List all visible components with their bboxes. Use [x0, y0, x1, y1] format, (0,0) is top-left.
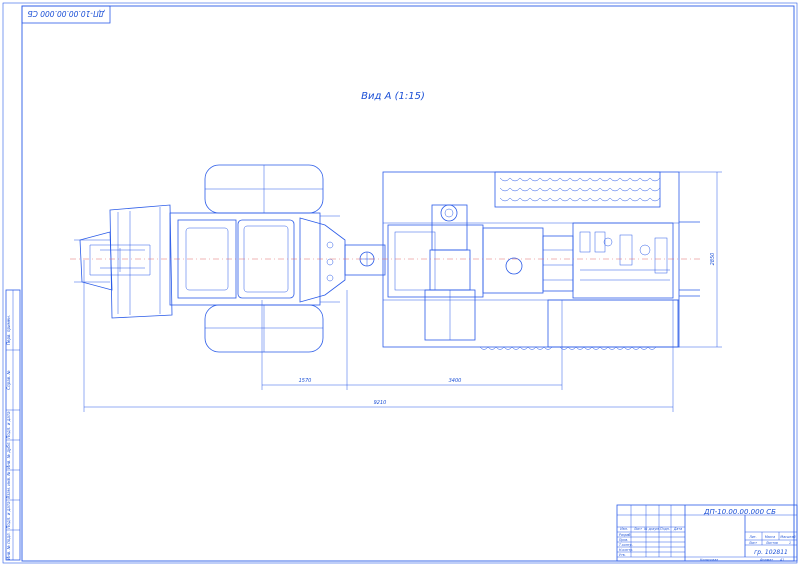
strip-vzam-inv: Взам. инв. №: [6, 471, 11, 498]
left-margin-strip: Перв. примен. Справ. № Подп. и дата Инв.…: [5, 289, 21, 561]
dim-total: 9210: [374, 400, 387, 406]
tractor-top-view: [74, 164, 386, 353]
top-stamp-text: ДП-10.00.00.000 СБ: [27, 9, 105, 18]
tb-n-kontr: Н.контр.: [619, 548, 633, 552]
strip-inv-podl: Инв. № подл.: [6, 532, 11, 560]
trailer-frame: [382, 171, 680, 348]
tb-prov: Пров.: [619, 538, 628, 542]
tb-group: гр. 102811: [754, 549, 788, 556]
trailer-top-view: [382, 171, 700, 350]
tb-lit: Лит.: [748, 535, 756, 539]
dim-tractor-gap: 1570: [299, 378, 312, 384]
tb-n-dokum: № докум.: [643, 527, 660, 531]
tb-listov: Листов: [765, 541, 778, 545]
tb-list: Лист: [633, 527, 642, 531]
strip-perv-primen: Перв. примен.: [6, 315, 11, 345]
title-block: ДП-10.00.00.000 СБ Изм. Лист № докум. По…: [616, 504, 798, 562]
tb-razrab: Разраб.: [619, 533, 632, 537]
dimension-lines: 1570 3400 9210 2850: [83, 171, 722, 412]
tb-massa: Масса: [765, 535, 775, 539]
title-block-designation: ДП-10.00.00.000 СБ: [703, 508, 776, 516]
view-title: Вид А (1:15): [361, 91, 425, 102]
top-stamp-box: ДП-10.00.00.000 СБ: [21, 5, 111, 24]
tb-format: Формат: [760, 558, 773, 562]
tb-masshtab: Масштаб: [780, 535, 795, 539]
dim-trailer: 3400: [449, 378, 462, 384]
strip-podp-data-1: Подп. и дата: [6, 411, 11, 439]
strip-podp-data-2: Подп. и дата: [6, 501, 11, 529]
tb-kopiroval: Копировал: [700, 558, 718, 562]
strip-sprav-no: Справ. №: [6, 370, 11, 389]
tb-podp: Подп.: [660, 527, 670, 531]
tb-data: Дата: [673, 527, 682, 531]
tb-format-value: А1: [779, 558, 784, 562]
strip-inv-dubl: Инв. № дубл.: [6, 441, 11, 468]
dim-height: 2850: [710, 253, 716, 266]
tb-izm: Изм.: [620, 527, 628, 531]
tb-list-label: Лист: [748, 541, 757, 545]
sheet-inner-frame: [21, 5, 795, 562]
tb-listov-value: 1: [789, 541, 791, 545]
tb-utv: Утв.: [619, 553, 626, 557]
tb-t-kontr: Т.контр.: [619, 543, 633, 547]
